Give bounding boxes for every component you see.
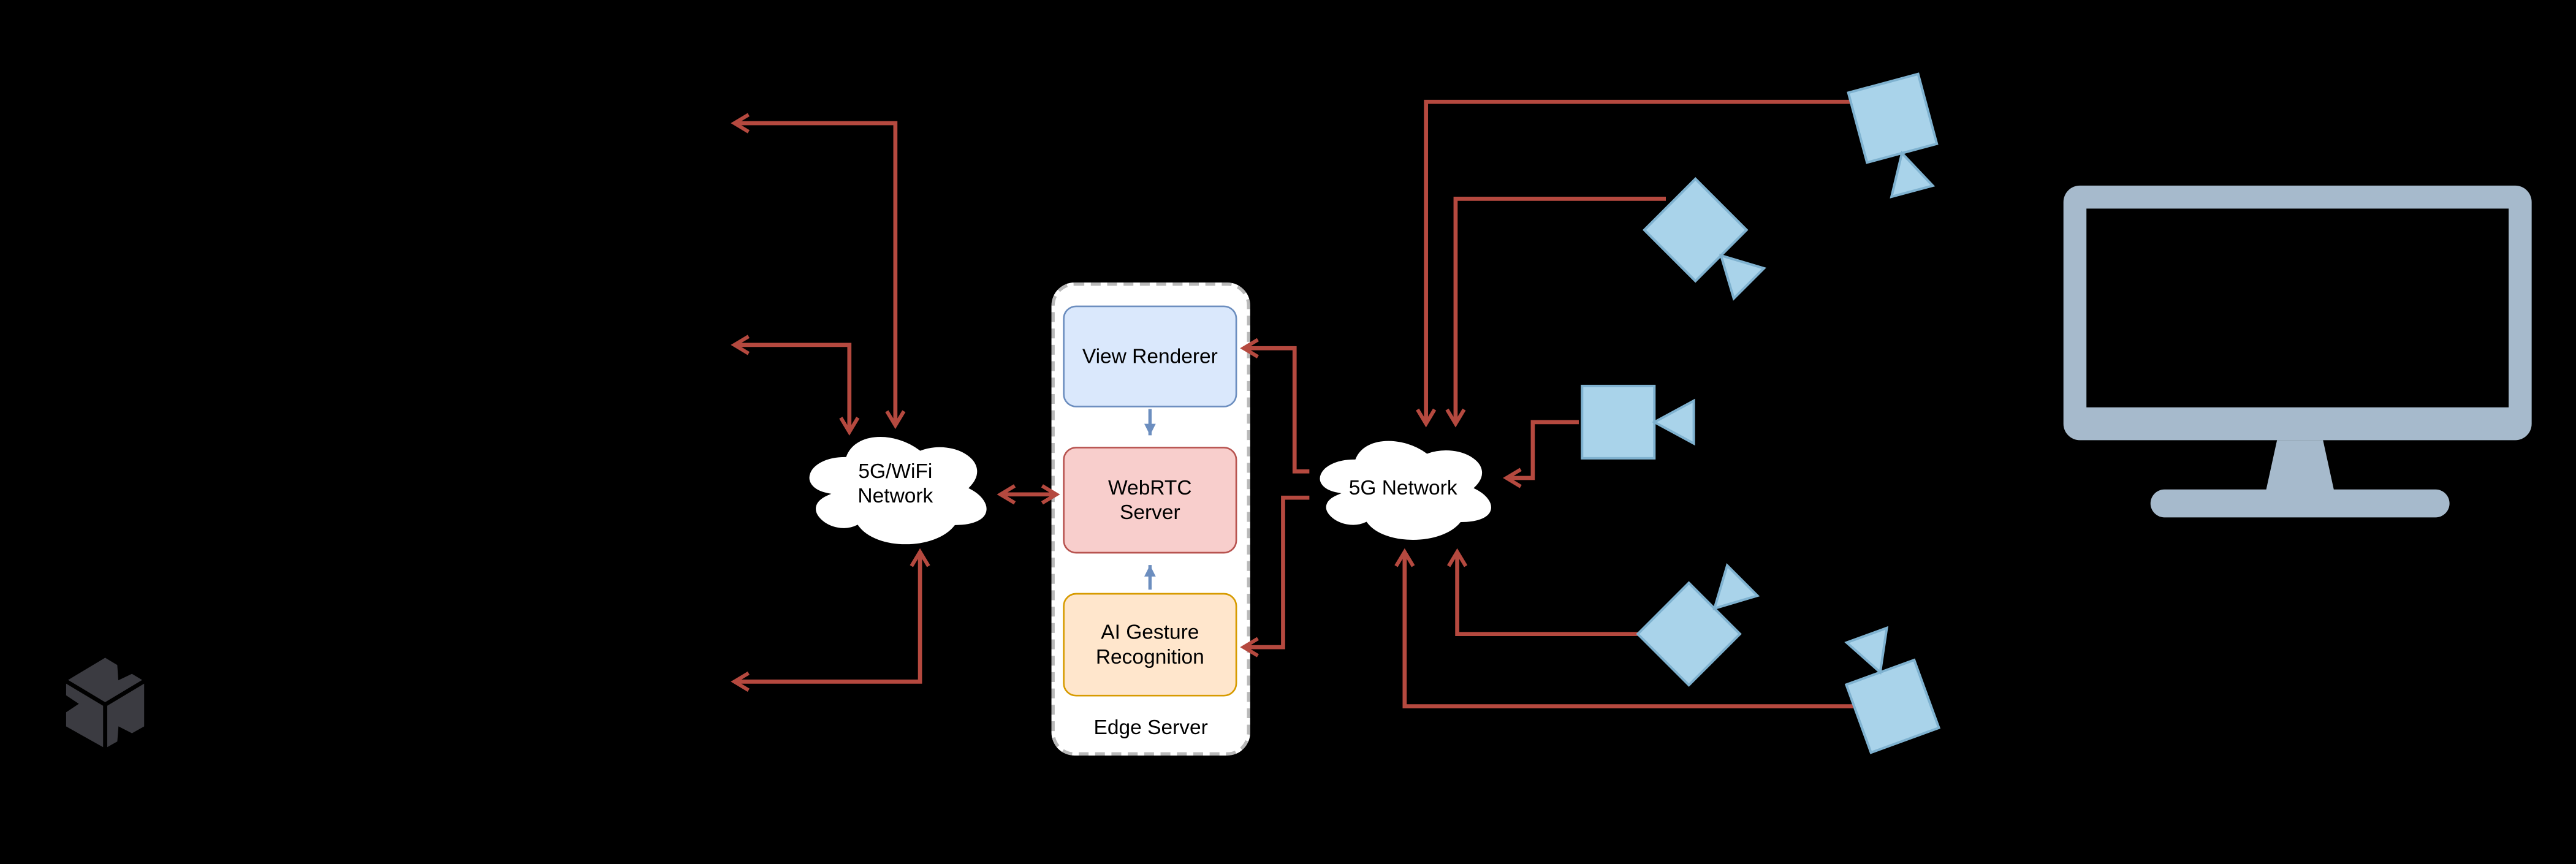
node-ai-gesture-recognition: AI Gesture Recognition — [1063, 593, 1237, 697]
node-webrtc-server-label: WebRTC Server — [1108, 476, 1192, 523]
tv-monitor-icon — [2063, 185, 2532, 518]
node-ai-gesture-recognition-label: AI Gesture Recognition — [1095, 620, 1204, 668]
camera-icon-3 — [1581, 384, 1695, 460]
5g-cloud-label: 5G Network — [1348, 476, 1457, 499]
arrow-5g-cloud-ai-gesture — [1244, 495, 1310, 647]
node-webrtc-server: WebRTC Server — [1063, 447, 1237, 554]
arrow-device3-wifi-cloud — [734, 552, 920, 682]
red-connectors — [734, 99, 1856, 708]
arrow-device2-wifi-cloud — [734, 345, 849, 432]
camera-icon-1 — [1847, 72, 1939, 199]
edge-server-label: Edge Server — [1093, 716, 1208, 740]
unity-logo-icon — [62, 653, 148, 753]
node-view-renderer: View Renderer — [1063, 305, 1237, 407]
camera-icon-4 — [1636, 563, 1760, 687]
arrow-device1-wifi-cloud — [734, 123, 895, 425]
arrow-camera4-5g-cloud — [1457, 552, 1641, 637]
arrow-camera2-5g-cloud — [1456, 196, 1666, 423]
camera-icon-2 — [1643, 177, 1766, 301]
node-view-renderer-label: View Renderer — [1082, 344, 1218, 368]
arrow-camera1-5g-cloud — [1426, 99, 1856, 423]
wifi-cloud-label: 5G/WiFi Network — [857, 460, 933, 508]
arrow-5g-cloud-view-renderer — [1244, 348, 1310, 474]
camera-icon-5 — [1844, 626, 1941, 754]
arrow-camera3-5g-cloud — [1506, 420, 1579, 478]
arrow-camera5-5g-cloud — [1405, 552, 1853, 708]
